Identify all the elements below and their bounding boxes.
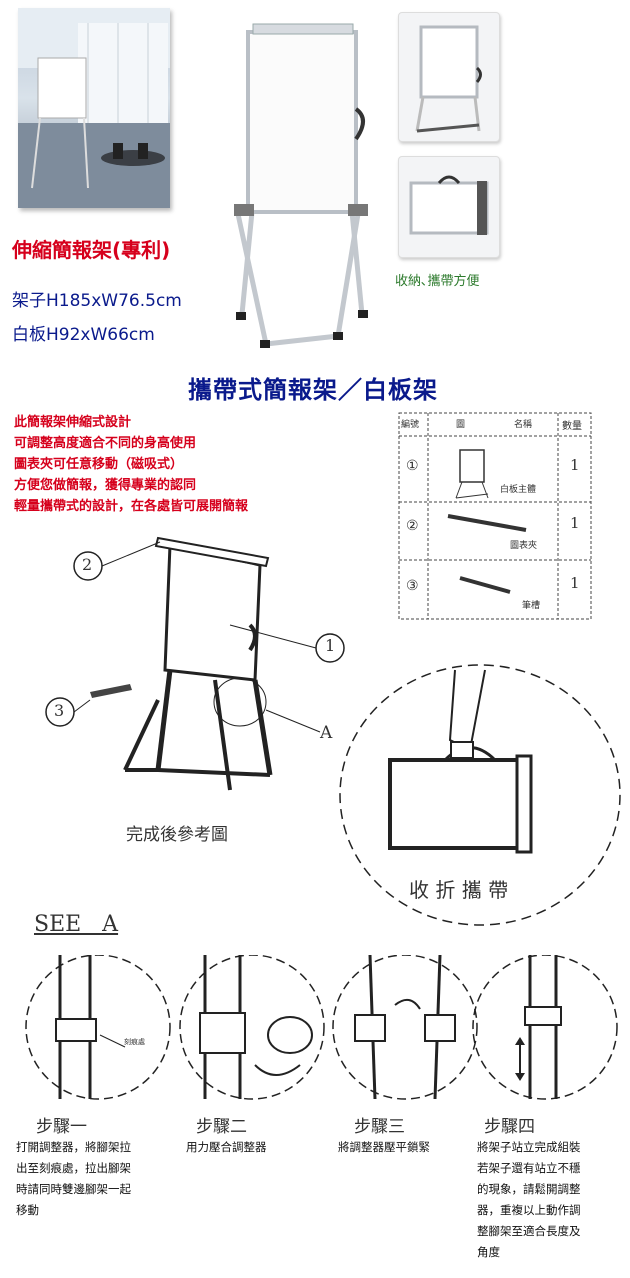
step-4-title: 步驟四 (484, 1117, 535, 1137)
table-header-figure: 圖 (456, 420, 466, 430)
table-row-qty: 1 (570, 574, 580, 592)
folded-stand-photo (398, 12, 500, 142)
callout-1: 1 (325, 636, 336, 655)
step-4-text: 將架子站立完成組裝 若架子還有站立不穩 的現象，請鬆開調整 器，重複以上動作調 … (477, 1137, 581, 1263)
step-line: 打開調整器，將腳架拉 (16, 1140, 131, 1154)
table-header-qty: 數量 (562, 421, 582, 432)
step-line: 角度 (477, 1245, 500, 1259)
feature-item: 此簡報架伸縮式設計 (14, 415, 132, 430)
table-row-name: 筆槽 (522, 601, 541, 611)
see-a-label: SEE A (34, 912, 119, 937)
callout-3: 3 (54, 701, 65, 720)
table-row-name: 圖表夾 (510, 541, 538, 551)
table-row-qty: 1 (570, 456, 580, 474)
table-header-no: 編號 (401, 420, 420, 430)
parts-table-grid (398, 412, 592, 620)
step-3-title: 步驟三 (354, 1117, 405, 1137)
step-line: 出至刻痕處，拉出腳架 (16, 1161, 131, 1175)
feature-item: 可調整高度適合不同的身高使用 (14, 436, 197, 451)
step-line: 整腳架至適合長度及 (477, 1224, 581, 1238)
assembly-diagram: 2 1 3 A 完成後參考圖 (30, 530, 360, 850)
table-row-name: 白板主體 (500, 485, 537, 495)
step-line: 若架子還有站立不穩 (477, 1161, 581, 1175)
assembly-drawing (45, 536, 345, 791)
carry-diagram: 收 折 攜 帶 (335, 660, 625, 930)
product-title: 伸縮簡報架(專利) (12, 238, 171, 262)
step-2-text: 用力壓合調整器 (186, 1137, 267, 1158)
step-line: 用力壓合調整器 (186, 1140, 267, 1154)
office-photo (18, 8, 170, 208)
storage-caption: 收納､攜帶方便 (395, 274, 480, 289)
callout-a: A (320, 723, 333, 743)
feature-item: 圖表夾可任意移動（磁吸式） (14, 457, 184, 472)
table-row-qty: 1 (570, 514, 580, 532)
step-line: 器，重複以上動作調 (477, 1203, 581, 1217)
step-line: 將架子站立完成組裝 (477, 1140, 581, 1154)
step-detail-svg (25, 954, 618, 1100)
step-line: 時請同時雙邊腳架一起 (16, 1182, 131, 1196)
carry-drawing (339, 664, 621, 926)
carry-board-drawing (409, 175, 489, 235)
step-1-title: 步驟一 (36, 1117, 87, 1137)
step-line: 的現象，請鬆開調整 (477, 1182, 581, 1196)
complete-caption: 完成後參考圖 (126, 825, 228, 845)
section-title: 攜帶式簡報架／白板架 (188, 376, 438, 404)
step-detail-drawings: 刻痕處 (0, 954, 630, 1125)
scale-mark-label: 刻痕處 (124, 1038, 145, 1046)
feature-list: 此簡報架伸縮式設計 可調整高度適合不同的身高使用 圖表夾可任意移動（磁吸式） 方… (14, 412, 248, 517)
stand-product-image (228, 14, 388, 354)
step-3-text: 將調整器壓平鎖緊 (338, 1137, 430, 1158)
parts-table: 編號 圖 名稱 數量 ① 白板主體 1 ② 圖表夾 1 ③ 筆槽 1 (398, 412, 592, 620)
feature-item: 輕量攜帶式的設計，在各處皆可展開簡報 (14, 499, 249, 514)
office-photo-drawing (18, 8, 170, 208)
table-row-no: ③ (406, 578, 419, 594)
callout-2: 2 (82, 555, 93, 574)
board-spec: 白板H92xW66cm (12, 325, 155, 345)
table-row-no: ② (406, 518, 419, 534)
stand-product-drawing (234, 23, 368, 348)
step-line: 將調整器壓平鎖緊 (338, 1140, 430, 1154)
frame-spec: 架子H185xW76.5cm (12, 291, 182, 311)
carry-board-photo (398, 156, 500, 258)
step-line: 移動 (16, 1203, 39, 1217)
step-1-text: 打開調整器，將腳架拉 出至刻痕處，拉出腳架 時請同時雙邊腳架一起 移動 (16, 1137, 131, 1221)
table-header-name: 名稱 (514, 420, 533, 430)
fold-caption: 收 折 攜 帶 (409, 878, 509, 902)
table-row-no: ① (406, 458, 419, 474)
folded-stand-drawing (415, 25, 482, 133)
feature-item: 方便您做簡報，獲得專業的認同 (14, 478, 197, 493)
step-2-title: 步驟二 (196, 1117, 247, 1137)
